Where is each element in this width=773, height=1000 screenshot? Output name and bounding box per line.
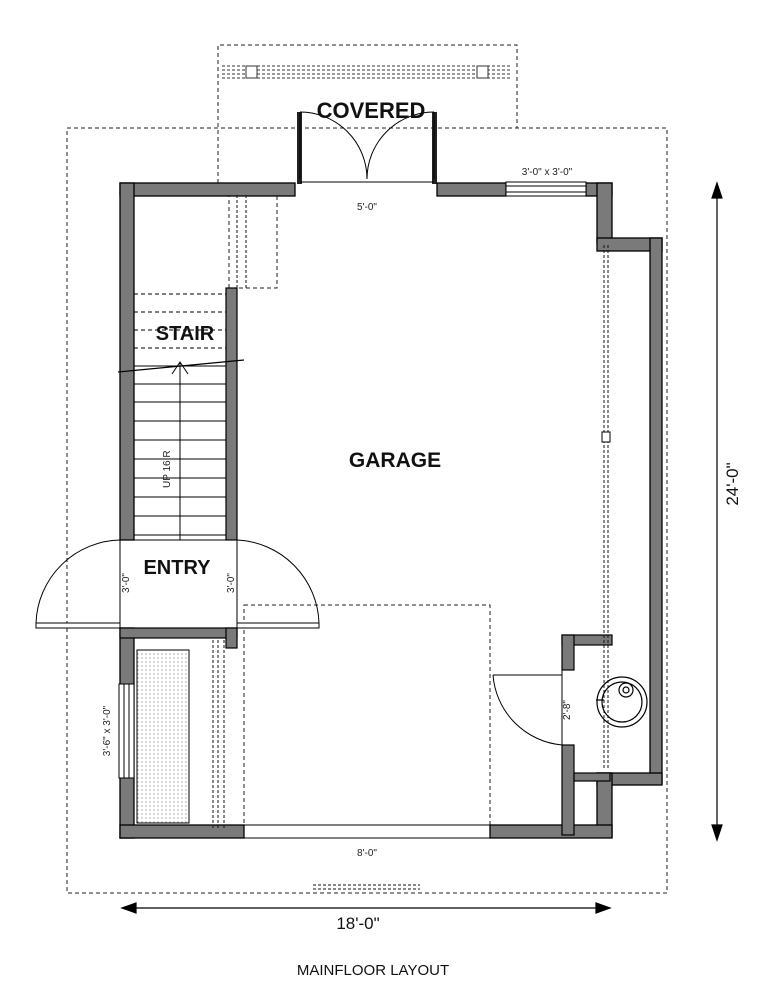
door-swings (35, 111, 563, 746)
stair (117, 293, 245, 540)
porch-beam (222, 65, 512, 79)
overall-width-dimension: 18'-0" (336, 914, 379, 933)
left-window-dimension: 3'-6" x 3'-0" (102, 705, 113, 756)
garage-label: GARAGE (349, 449, 441, 472)
interior-walls (119, 287, 613, 836)
window-top (505, 181, 587, 197)
overall-depth-dimension: 24'-0" (723, 462, 742, 505)
window-left (118, 683, 135, 779)
exterior-walls (119, 182, 663, 839)
bottom-door-dimension: 8'-0" (357, 848, 377, 859)
dimension-arrows (120, 181, 723, 914)
top-door-dimension: 5'-0" (357, 202, 377, 213)
entry-label: ENTRY (143, 557, 211, 579)
top-window-dimension: 3'-0" x 3'-0" (522, 167, 573, 178)
storage-area (136, 649, 190, 824)
entry-door-left-dimension: 3'-0" (121, 573, 132, 593)
toilet-icon (596, 676, 648, 728)
covered-label: COVERED (317, 98, 426, 123)
bath-door-dimension: 2'-8" (562, 700, 573, 720)
stair-note: UP 16 R (162, 450, 173, 488)
plan-caption: MAINFLOOR LAYOUT (297, 962, 449, 979)
stair-label: STAIR (156, 323, 215, 345)
entry-door-right-dimension: 3'-0" (226, 573, 237, 593)
structure-dashes (212, 195, 609, 890)
